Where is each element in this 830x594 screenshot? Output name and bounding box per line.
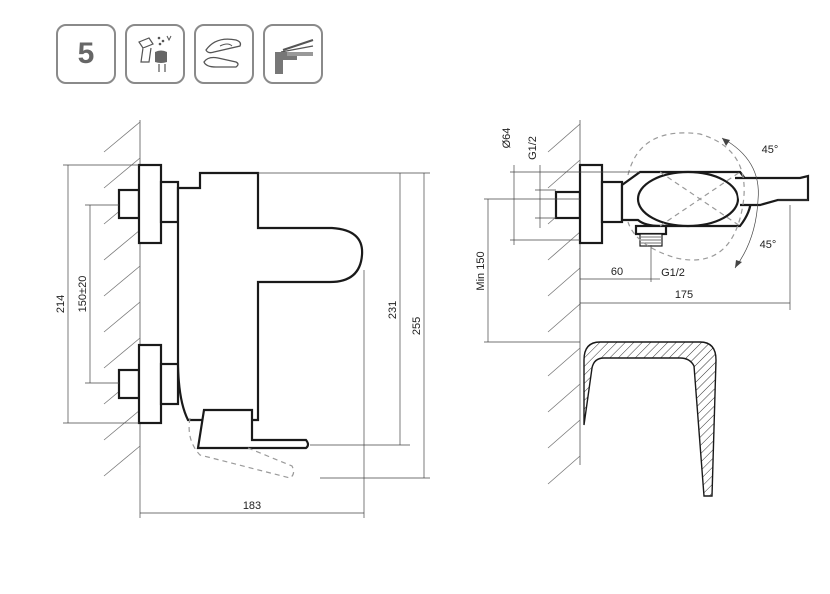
side-wall-hatch bbox=[547, 120, 581, 345]
side-view: Ø64 G1/2 45° 45° 60 G1/2 Min 150 175 bbox=[475, 120, 810, 497]
dim-255: 255 bbox=[411, 317, 423, 335]
mixer-body bbox=[176, 171, 364, 422]
badge-number: 5 bbox=[77, 37, 95, 70]
front-view: 214 150±20 231 255 183 bbox=[55, 120, 430, 518]
dim-183: 183 bbox=[243, 500, 261, 512]
dim-231: 231 bbox=[387, 301, 399, 319]
dim-min150: Min 150 bbox=[475, 251, 487, 290]
dim-d64: Ø64 bbox=[501, 128, 513, 149]
bathtub-section bbox=[547, 341, 717, 497]
side-spout bbox=[735, 174, 810, 207]
dim-g12-bottom: G1/2 bbox=[661, 267, 685, 279]
rosette-bottom bbox=[137, 343, 163, 425]
dim-60: 60 bbox=[611, 266, 623, 278]
rosette-top bbox=[137, 163, 163, 245]
dim-45-bottom: 45° bbox=[760, 239, 777, 251]
side-rosette bbox=[578, 163, 604, 245]
dim-175: 175 bbox=[675, 289, 693, 301]
lever-mixer-icon bbox=[263, 24, 323, 84]
front-wall-hatch bbox=[103, 120, 141, 477]
badge-5: 5 bbox=[56, 24, 116, 84]
dim-150: 150±20 bbox=[77, 276, 89, 313]
spout bbox=[196, 408, 310, 450]
comfort-lever-hand-icon bbox=[194, 24, 254, 84]
dim-g12-top: G1/2 bbox=[527, 136, 539, 160]
dim-45-top: 45° bbox=[762, 144, 779, 156]
dim-214: 214 bbox=[55, 295, 67, 313]
cleaning-spray-icon bbox=[125, 24, 185, 84]
